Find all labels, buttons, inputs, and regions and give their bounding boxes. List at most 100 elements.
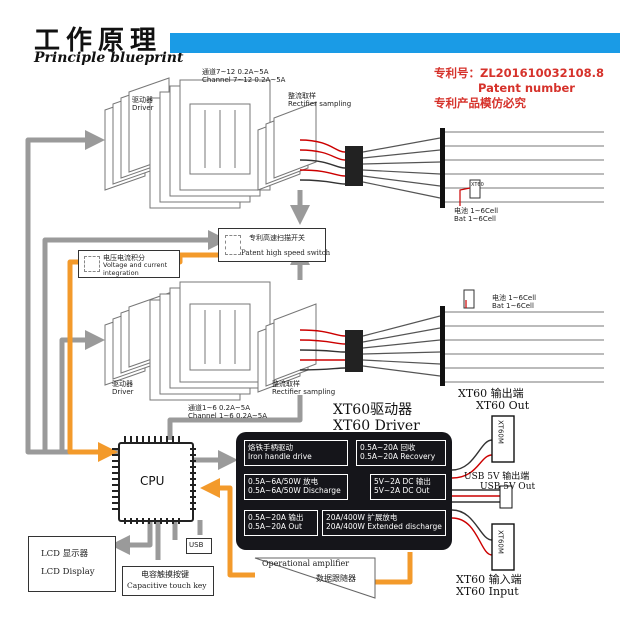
extended-discharge-cn: 20A/400W 扩展放电 <box>326 513 398 522</box>
patent-number-en: Patent number <box>478 81 575 95</box>
xt60-driver-box: 烙铁手柄驱动 Iron handle drive 0.5A~20A 回收 0.5… <box>236 432 452 550</box>
xt60-driver-title-cn: XT60驱动器 <box>333 402 413 418</box>
cpu-pins-left <box>112 448 118 512</box>
top-small-plug <box>469 179 481 199</box>
switch-cn: 专利高速扫描开关 <box>249 234 305 242</box>
right-xt60-in <box>451 509 493 556</box>
bottom-channel-label: 通道1~6 0.2A~5A Channel 1~6 0.2A~5A <box>188 404 267 420</box>
top-battery-en: Bat 1~6Cell <box>454 215 496 223</box>
patent-number: 专利号：ZL201610032108.8 <box>434 66 605 80</box>
dc-out-cn: 5V~2A DC 输出 <box>374 477 431 486</box>
dc-out-cell: 5V~2A DC 输出 5V~2A DC Out <box>370 474 446 500</box>
header-accent-bar <box>170 33 620 53</box>
touch-key-cn: 电容触摸按键 <box>141 570 189 579</box>
top-battery-label: 电池 1~6Cell Bat 1~6Cell <box>454 207 498 223</box>
bottom-rectifier-label: 整流取样 Rectifier sampling <box>272 380 335 396</box>
discharge-cn: 0.5A~6A/50W 放电 <box>248 477 319 486</box>
high-speed-switch: 专利高速扫描开关 Patent high speed switch <box>218 228 330 262</box>
bottom-battery-cn: 电池 1~6Cell <box>492 294 537 302</box>
top-battery-cn: 电池 1~6Cell <box>454 207 499 215</box>
usb-out-label: USB 5V 输出端 USB 5V Out <box>464 472 535 492</box>
touch-key-en: Capacitive touch key <box>127 581 207 590</box>
extended-discharge-en: 20A/400W Extended discharge <box>326 522 442 531</box>
xt60-out-label: XT60 输出端 XT60 Out <box>458 388 529 412</box>
voltage-integration-en: Voltage and current integration <box>103 261 168 277</box>
xt60-in-plug <box>491 523 515 571</box>
lcd-en: LCD Display <box>41 567 95 577</box>
xt60-out-en: XT60 Out <box>476 399 530 412</box>
voltage-integration: 电压电流积分 Voltage and current integration <box>78 250 180 278</box>
bottom-leads <box>445 311 604 383</box>
extended-discharge-cell: 20A/400W 扩展放电 20A/400W Extended discharg… <box>322 510 446 536</box>
cpu-pins-bottom <box>124 518 184 524</box>
switch-en: Patent high speed switch <box>241 249 331 257</box>
amplifier-en: Operational amplifier <box>262 559 350 568</box>
top-driver-label: 驱动器 Driver <box>132 96 154 112</box>
top-rectifier-cn: 整流取样 <box>288 92 316 100</box>
top-channel-label: 通道7~12 0.2A~5A Channel 7~12 0.2A~5A <box>202 68 285 84</box>
bottom-driver-en: Driver <box>112 388 134 396</box>
top-connector <box>345 146 363 186</box>
top-transformer-stack <box>149 79 271 209</box>
top-rectifier-stack <box>257 101 317 191</box>
bottom-connector <box>345 330 363 372</box>
top-wires <box>299 139 346 185</box>
top-driver-en: Driver <box>132 104 154 112</box>
bottom-wires <box>299 329 346 371</box>
bottom-driver-cn: 驱动器 <box>112 380 133 388</box>
recovery-en: 0.5A~20A Recovery <box>360 452 436 461</box>
patent-info: 专利号：ZL201610032108.8 Patent number 专利产品模… <box>434 66 604 111</box>
usb-out-cn: USB 5V 输出端 <box>464 472 530 482</box>
cpu-chip: CPU <box>118 442 194 522</box>
right-usb-out <box>452 489 500 503</box>
top-small-plug-label: XT60 <box>471 182 484 188</box>
usb-out-en: USB 5V Out <box>480 482 536 492</box>
cpu-label: CPU <box>140 474 165 488</box>
usb-label: USB <box>189 541 204 549</box>
xt60-driver-title: XT60驱动器 XT60 Driver <box>333 402 420 434</box>
top-driver-cn: 驱动器 <box>132 96 153 104</box>
output-en: 0.5A~20A Out <box>248 522 302 531</box>
bottom-small-plug <box>463 289 475 309</box>
amplifier-shape <box>254 557 376 599</box>
bottom-battery-label: 电池 1~6Cell Bat 1~6Cell <box>492 294 536 310</box>
recovery-cn: 0.5A~20A 回收 <box>360 443 416 452</box>
top-rectifier-en: Rectifier sampling <box>288 100 352 108</box>
bottom-balance-plug <box>440 306 445 386</box>
xt60-out-plug-label: XT60M <box>496 420 505 444</box>
xt60-in-en: XT60 Input <box>456 585 519 598</box>
iron-handle-cell: 烙铁手柄驱动 Iron handle drive <box>244 440 348 466</box>
amplifier-cn: 数据跟随器 <box>316 574 356 583</box>
bottom-channel-en: Channel 1~6 0.2A~5A <box>188 412 267 420</box>
lcd-display: LCD 显示器 LCD Display <box>28 536 116 592</box>
output-cn: 0.5A~20A 输出 <box>248 513 304 522</box>
page-subtitle: Principle blueprint <box>34 50 184 66</box>
discharge-en: 0.5A~6A/50W Discharge <box>248 486 341 495</box>
recovery-cell: 0.5A~20A 回收 0.5A~20A Recovery <box>356 440 446 466</box>
usb-port: USB <box>186 538 212 554</box>
top-rectifier-label: 整流取样 Rectifier sampling <box>288 92 351 108</box>
patent-note: 专利产品模仿必究 <box>434 96 526 110</box>
bottom-channel-cn: 通道1~6 0.2A~5A <box>188 404 251 412</box>
integration-icon <box>84 256 100 272</box>
bottom-battery-en: Bat 1~6Cell <box>492 302 534 310</box>
bottom-rectifier-stack <box>257 303 317 393</box>
capacitive-touch-key: 电容触摸按键 Capacitive touch key <box>122 566 214 596</box>
top-cable-bundle <box>362 137 441 199</box>
cpu-pins-top <box>124 436 184 442</box>
iron-handle-cn: 烙铁手柄驱动 <box>248 443 293 452</box>
page-title: 工作原理 <box>34 26 163 56</box>
bottom-rectifier-cn: 整流取样 <box>272 380 300 388</box>
output-cell: 0.5A~20A 输出 0.5A~20A Out <box>244 510 318 536</box>
top-channel-cn: 通道7~12 0.2A~5A <box>202 68 269 76</box>
iron-handle-en: Iron handle drive <box>248 452 312 461</box>
xt60-in-label: XT60 输入端 XT60 Input <box>456 574 522 598</box>
dc-out-en: 5V~2A DC Out <box>374 486 430 495</box>
bottom-transformer-stack <box>149 281 271 401</box>
bottom-rectifier-en: Rectifier sampling <box>272 388 336 396</box>
xt60-driver-title-en: XT60 Driver <box>333 418 420 434</box>
lcd-cn: LCD 显示器 <box>41 549 89 559</box>
voltage-integration-cn: 电压电流积分 <box>103 254 145 262</box>
bottom-cable-bundle <box>362 315 441 377</box>
